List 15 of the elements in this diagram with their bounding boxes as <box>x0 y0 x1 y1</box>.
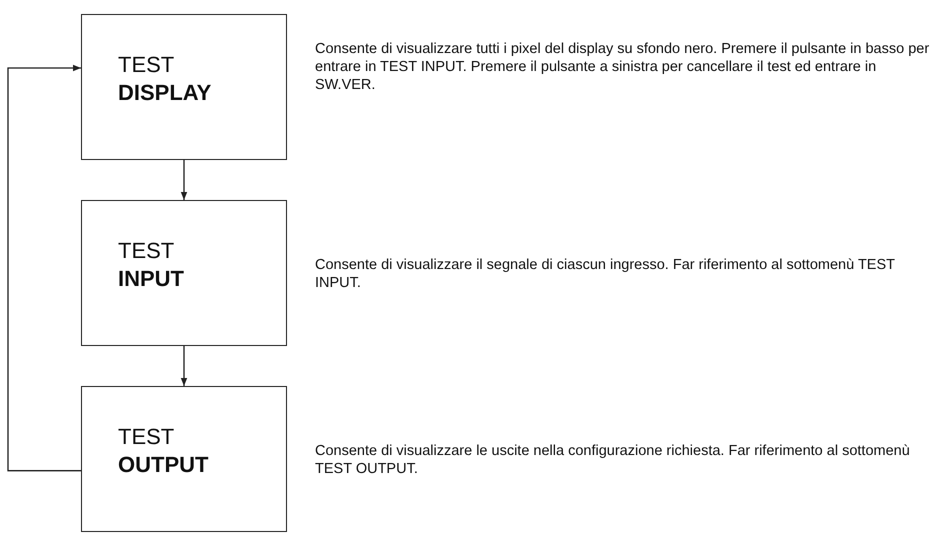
description-text: Consente di visualizzare il segnale di ciascun ingresso. Far riferimento al sottomenù TEST INPUT. <box>315 256 896 292</box>
box-title: INPUT <box>118 265 184 293</box>
process-box <box>81 14 287 160</box>
box-title: DISPLAY <box>118 79 212 107</box>
description-text: Consente di visualizzare tutti i pixel del display su sfondo nero. Premere il pulsante in basso per entrare in TEST INPUT. Premere il pulsante a sinistra per cancellare il test ed entrare in SW.VER. <box>315 40 930 94</box>
box-title: OUTPUT <box>118 451 208 479</box>
arrow <box>180 346 188 386</box>
arrow <box>7 64 81 472</box>
box-heading: TEST <box>118 51 174 79</box>
description-text: Consente di visualizzare le uscite nella configurazione richiesta. Far riferimento al sottomenù TEST OUTPUT. <box>315 442 911 478</box>
process-box <box>81 200 287 346</box>
box-heading: TEST <box>118 237 174 265</box>
process-box <box>81 386 287 532</box>
box-heading: TEST <box>118 423 174 451</box>
arrow <box>180 160 188 200</box>
